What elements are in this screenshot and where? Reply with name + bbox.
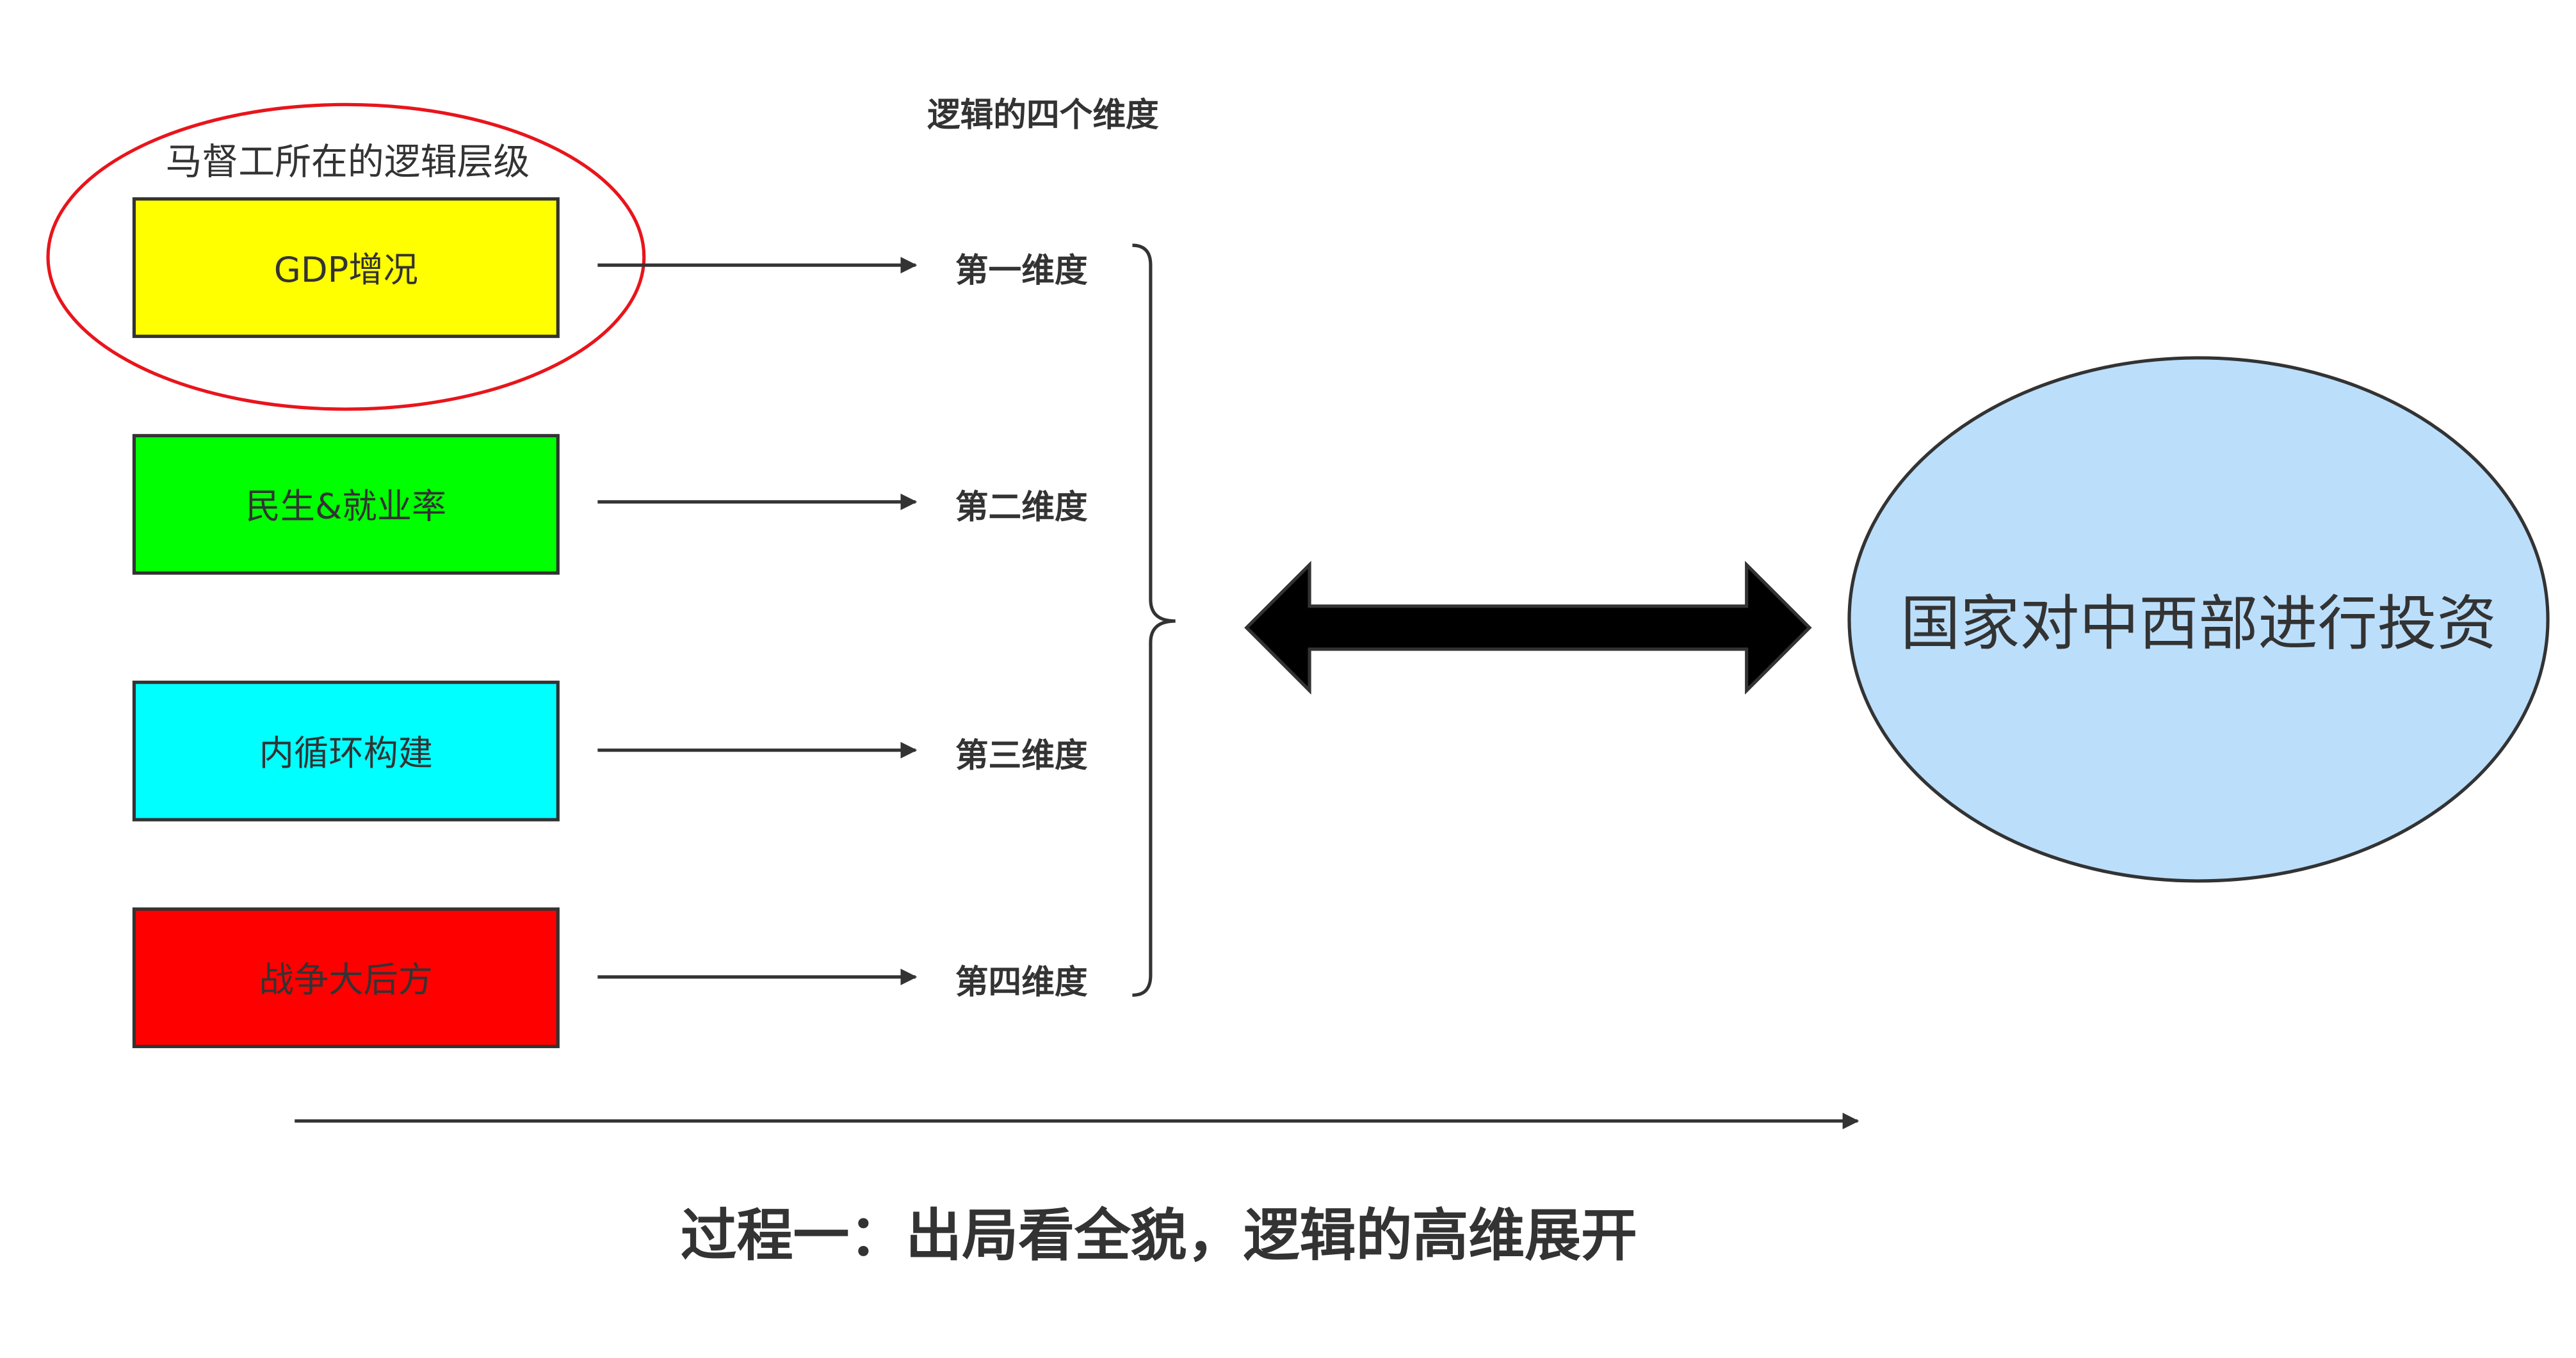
dimension-labels: 第一维度 第二维度 第三维度 第四维度: [955, 252, 1088, 1002]
box-label: 战争大后方: [259, 960, 433, 1000]
box-domestic-circulation[interactable]: [132, 681, 560, 821]
box-livelihood[interactable]: [132, 433, 560, 575]
target-label: 国家对中西部进行投资: [1900, 589, 2497, 658]
boxes: GDP增况 民生&就业率 内循环构建 战争大后方: [132, 197, 560, 1049]
highlight-label: 马督工所在的逻辑层级: [166, 141, 530, 183]
double-arrow: [1244, 560, 1812, 695]
dimension-label: 第一维度: [955, 252, 1088, 290]
box-label: 内循环构建: [259, 733, 433, 773]
footer-caption: 过程一：出局看全貌，逻辑的高维展开: [681, 1202, 1637, 1268]
brace: [1132, 243, 1176, 997]
dimension-arrows: [597, 257, 918, 985]
box-war-rear[interactable]: [132, 907, 560, 1049]
highlight-ellipse: [46, 102, 646, 411]
dimensions-title: 逻辑的四个维度: [927, 96, 1159, 134]
dimension-label: 第四维度: [955, 964, 1088, 1002]
box-gdp[interactable]: [132, 197, 560, 338]
target-ellipse[interactable]: [1847, 356, 2550, 883]
dimension-label: 第二维度: [955, 489, 1088, 527]
dimension-label: 第三维度: [955, 737, 1088, 775]
box-label: GDP增况: [274, 250, 418, 290]
box-label: 民生&就业率: [245, 487, 446, 527]
